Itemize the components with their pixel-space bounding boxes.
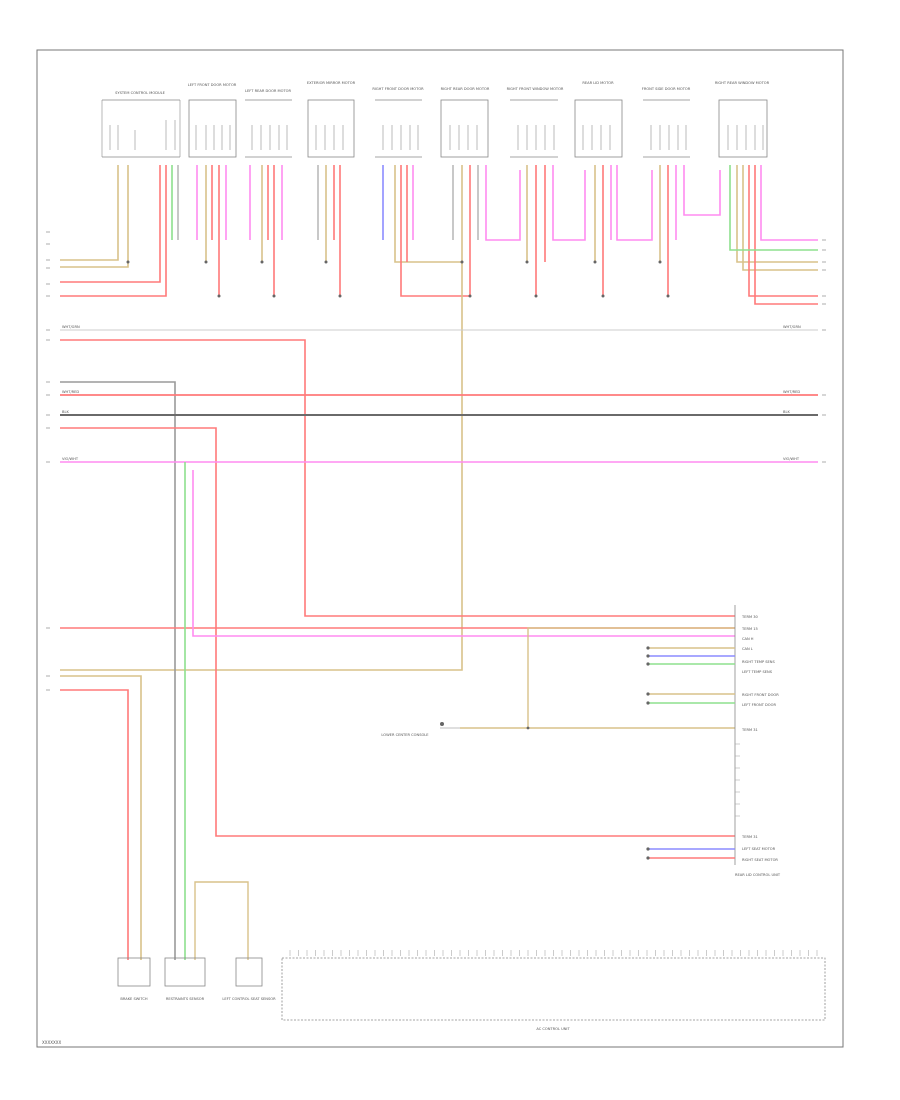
top-connector-row: SYSTEM CONTROL MODULE LEFT FRONT DOOR MO…: [101, 81, 770, 158]
sensor-leads: [648, 647, 735, 859]
connector-label: REAR LID MOTOR: [582, 81, 614, 85]
connector-label: SYSTEM CONTROL MODULE: [115, 91, 165, 95]
module-pin-label: TERM 15: [741, 627, 758, 631]
bus-label-left: WHT/GRN: [62, 325, 80, 329]
bus-label-right: VIO/WHT: [783, 457, 800, 461]
connector-label: LEFT REAR DOOR MOTOR: [245, 89, 291, 93]
brake-switch-box: [117, 957, 151, 987]
module-pin-label: LEFT TEMP SENS: [742, 670, 773, 674]
bottom-component-label: LEFT CONTROL SEAT SENSOR: [222, 997, 276, 1001]
bus-labels: WHT/GRN WHT/GRN WHT/RED WHT/RED BLK BLK …: [62, 325, 801, 461]
bottom-module-label: AC CONTROL UNIT: [536, 1027, 570, 1031]
ac-unit-pin-ticks: [289, 950, 818, 956]
connector-label: LEFT FRONT DOOR MOTOR: [188, 83, 237, 87]
right-module: TERM 30 TERM 15 CAN H CAN L RIGHT TEMP S…: [646, 605, 781, 877]
module-pin-label: RIGHT TEMP SENS: [742, 660, 775, 664]
splice-dots: [126, 260, 670, 298]
bottom-component-label: BRAKE SWITCH: [120, 997, 147, 1001]
connector-label: RIGHT REAR DOOR MOTOR: [441, 87, 490, 91]
top-connector-mirror: EXTERIOR MIRROR MOTOR: [307, 81, 356, 158]
connector-label: EXTERIOR MIRROR MOTOR: [307, 81, 356, 85]
center-component-label: LOWER CENTER CONSOLE: [381, 733, 429, 737]
bus-label-right: WHT/GRN: [783, 325, 801, 329]
top-connector-system: SYSTEM CONTROL MODULE: [101, 91, 181, 158]
left-terminal-ticks: [46, 231, 50, 691]
bus-label-left: WHT/RED: [62, 390, 79, 394]
bus-label-left: BLK: [62, 410, 69, 414]
module-pin-label: TERM 30: [741, 615, 758, 619]
seat-sensor-box: [235, 957, 263, 987]
module-pin-label: TERM 31: [741, 728, 758, 732]
connector-label: RIGHT REAR WINDOW MOTOR: [715, 81, 770, 85]
sensor-lead-dots: [646, 646, 650, 860]
connector-drops: [60, 165, 818, 671]
bus-label-right: BLK: [783, 410, 790, 414]
top-connector-side-door: FRONT SIDE DOOR MOTOR: [642, 87, 691, 158]
module-pin-label: TERM 31: [741, 835, 758, 839]
module-label: REAR LID CONTROL UNIT: [735, 873, 781, 877]
top-connector-rf-door: RIGHT FRONT DOOR MOTOR: [372, 87, 424, 158]
module-pin-label: RIGHT SEAT MOTOR: [742, 858, 778, 862]
module-pin-label: LEFT SEAT MOTOR: [742, 847, 776, 851]
connector-label: RIGHT FRONT WINDOW MOTOR: [507, 87, 564, 91]
module-pin-label: LEFT FRONT DOOR: [742, 703, 776, 707]
top-connector-rr-door: RIGHT REAR DOOR MOTOR: [440, 87, 490, 158]
bus-label-right: WHT/RED: [783, 390, 800, 394]
restraints-sensor-box: [164, 957, 206, 987]
diagram-frame: [36, 49, 844, 1048]
connector-label: FRONT SIDE DOOR MOTOR: [642, 87, 691, 91]
connector-label: RIGHT FRONT DOOR MOTOR: [372, 87, 424, 91]
top-connector-lf-door: LEFT FRONT DOOR MOTOR: [188, 83, 237, 158]
module-pin-ticks: [735, 743, 740, 817]
top-connector-rr-window: RIGHT REAR WINDOW MOTOR: [715, 81, 770, 158]
top-connector-rf-window: RIGHT FRONT WINDOW MOTOR: [507, 87, 564, 158]
ac-control-unit-box: [281, 957, 826, 1021]
bus-lines: [60, 329, 818, 960]
top-connector-lr-door: LEFT REAR DOOR MOTOR: [245, 89, 292, 158]
center-console: LOWER CENTER CONSOLE: [381, 722, 530, 737]
bottom-components: BRAKE SWITCH RESTRAINTS SENSOR LEFT CONT…: [117, 957, 826, 1031]
bottom-component-label: RESTRAINTS SENSOR: [166, 997, 205, 1001]
connector-pin-marks: [109, 120, 764, 150]
module-pin-label: RIGHT FRONT DOOR: [742, 693, 779, 697]
module-pin-label: CAN L: [742, 647, 753, 651]
corner-code: XXXXXXX: [42, 1040, 61, 1045]
module-pin-label: CAN H: [742, 637, 754, 641]
top-connector-rear-lid: REAR LID MOTOR: [574, 81, 623, 158]
right-terminal-ticks: [822, 239, 826, 463]
bus-label-left: VIO/WHT: [62, 457, 79, 461]
